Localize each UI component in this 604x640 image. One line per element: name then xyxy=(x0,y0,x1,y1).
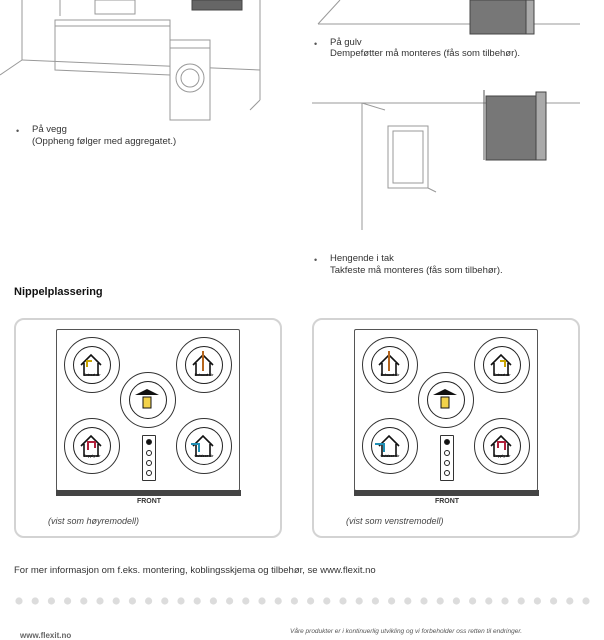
nipple-label: Outdoor air xyxy=(194,454,214,458)
separator-dot xyxy=(436,597,444,605)
separator-dot xyxy=(177,597,185,605)
nipple-panel-right-model: FRONT Extract air Exhaust air xyxy=(14,318,282,538)
separator-dot xyxy=(193,597,201,605)
separator-dot xyxy=(274,597,282,605)
separator-dot xyxy=(307,597,315,605)
separator-dot xyxy=(31,597,39,605)
separator-dot xyxy=(290,597,298,605)
separator-dot xyxy=(226,597,234,605)
separator-dot xyxy=(469,597,477,605)
panel-caption: (vist som venstremodell) xyxy=(346,516,444,526)
ceiling-mount-title: Hengende i tak xyxy=(330,253,394,264)
footer-disclaimer: Våre produkter er i kontinuerlig utvikli… xyxy=(290,628,523,635)
separator-dot xyxy=(112,597,120,605)
ceiling-bullet: • xyxy=(314,255,318,265)
nipple-label: Exhaust air xyxy=(194,373,214,377)
nipple-label: Exhaust air xyxy=(380,373,400,377)
house-outdoor-icon xyxy=(191,434,214,457)
house-supply-icon xyxy=(490,434,512,457)
separator-dot xyxy=(355,597,363,605)
floor-bullet: • xyxy=(314,39,318,49)
separator-dot xyxy=(501,597,509,605)
separator-dot xyxy=(550,597,558,605)
house-exhaust-icon xyxy=(192,351,214,376)
unit-base xyxy=(354,490,539,496)
nipple-exhaust-air: Exhaust air xyxy=(176,337,232,393)
info-text: For mer informasjon om f.eks. montering,… xyxy=(14,565,376,576)
control-panel xyxy=(440,435,454,481)
wall-mount-text: (Oppheng følger med aggregatet.) xyxy=(32,136,177,147)
separator-dot xyxy=(485,597,493,605)
nipple-extract-air: Extract air xyxy=(64,337,120,393)
separator-dot xyxy=(145,597,153,605)
separator-dot xyxy=(582,597,590,605)
separator-dot xyxy=(96,597,104,605)
separator-dot xyxy=(517,597,525,605)
front-label: FRONT xyxy=(136,498,162,505)
unit-base xyxy=(56,490,241,496)
dotted-separator xyxy=(15,597,590,605)
separator-dot xyxy=(388,597,396,605)
separator-dot xyxy=(452,597,460,605)
nipple-supply-air: Supply air xyxy=(64,418,120,474)
nipple-outdoor-air: Outdoor air xyxy=(362,418,418,474)
nipple-extract-air: Extract air xyxy=(474,337,530,393)
nipple-label: Supply air xyxy=(493,454,511,458)
mounting-illustrations xyxy=(0,0,580,230)
wall-bullet: • xyxy=(16,126,20,136)
ceiling-mount-illustration xyxy=(312,90,580,230)
ceiling-mount-text: Takfeste må monteres (fås som tilbehør). xyxy=(330,265,503,276)
nipple-center xyxy=(418,372,474,428)
separator-dot xyxy=(371,597,379,605)
control-panel xyxy=(142,435,156,481)
nipple-exhaust-air: Exhaust air xyxy=(362,337,418,393)
wall-mount-title: På vegg xyxy=(32,124,67,135)
floor-mount-illustration xyxy=(317,0,580,35)
front-label: FRONT xyxy=(434,498,460,505)
separator-dot xyxy=(47,597,56,605)
nipple-center xyxy=(120,372,176,428)
separator-dot xyxy=(533,597,542,605)
lamp-icon xyxy=(135,389,159,409)
nipple-label: Extract air xyxy=(493,373,511,377)
separator-dot xyxy=(339,597,347,605)
separator-dot xyxy=(209,597,217,605)
section-heading: Nippelplassering xyxy=(14,286,103,298)
nipple-label: Extract air xyxy=(83,373,101,377)
nipple-label: Supply air xyxy=(83,454,101,458)
house-extract-icon xyxy=(80,353,102,376)
separator-dot xyxy=(80,597,88,605)
separator-dot xyxy=(64,597,72,605)
house-outdoor-icon xyxy=(375,434,400,457)
lamp-icon xyxy=(433,389,457,409)
separator-dot xyxy=(566,597,574,605)
separator-dot xyxy=(258,597,266,605)
house-exhaust-icon xyxy=(378,351,400,376)
house-extract-icon xyxy=(490,353,512,376)
separator-dot xyxy=(323,597,331,605)
nipple-supply-air: Supply air xyxy=(474,418,530,474)
floor-mount-text: Dempeføtter må monteres (fås som tilbehø… xyxy=(330,48,521,59)
nipple-panel-left-model: FRONT Exhaust air Extract air xyxy=(312,318,580,538)
panel-caption: (vist som høyremodell) xyxy=(48,516,140,526)
nipple-outdoor-air: Outdoor air xyxy=(176,418,232,474)
separator-dot xyxy=(420,597,428,605)
nipple-label: Outdoor air xyxy=(380,454,400,458)
separator-dot xyxy=(15,597,23,605)
separator-dot xyxy=(128,597,136,605)
separator-dot xyxy=(161,597,169,605)
wall-mount-illustration xyxy=(0,0,261,121)
footer-brand: www.flexit.no xyxy=(20,631,72,640)
house-supply-icon xyxy=(80,434,102,457)
separator-dot xyxy=(242,597,250,605)
floor-mount-title: På gulv xyxy=(330,37,362,48)
separator-dot xyxy=(404,597,412,605)
